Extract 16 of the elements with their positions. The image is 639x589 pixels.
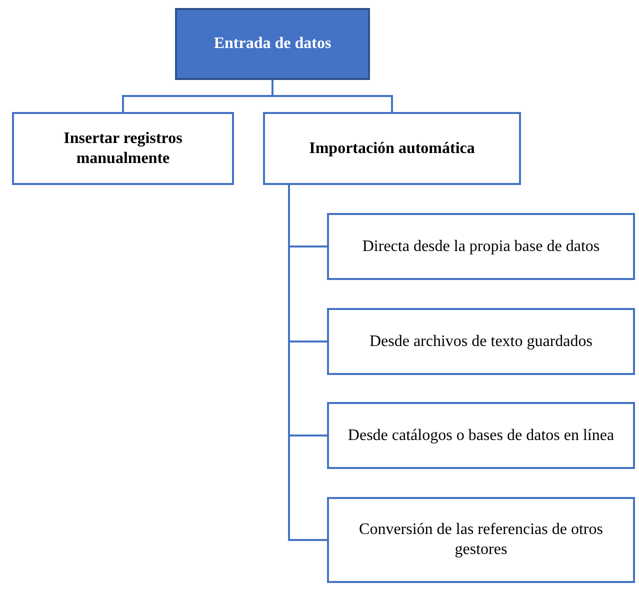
root-box: [175, 8, 370, 80]
category-box: [12, 112, 234, 185]
node-label: Directa desde la propia base de datos: [361, 236, 601, 256]
node-label: Desde catálogos o bases de datos en línea: [346, 426, 616, 446]
node-label: Entrada de datos: [212, 34, 332, 54]
category-box: [263, 112, 521, 185]
item-box: [327, 308, 635, 375]
node-label: Importación automática: [308, 138, 476, 158]
item-box: [327, 497, 635, 583]
node-label: Conversión de las referencias de otros gestores: [358, 520, 604, 560]
node-label: Desde archivos de texto guardados: [368, 332, 594, 352]
node-label: Insertar registros manualmente: [62, 128, 184, 168]
item-box: [327, 213, 635, 280]
connector-line: [272, 80, 393, 112]
item-box: [327, 402, 635, 469]
connector-line: [288, 185, 327, 541]
